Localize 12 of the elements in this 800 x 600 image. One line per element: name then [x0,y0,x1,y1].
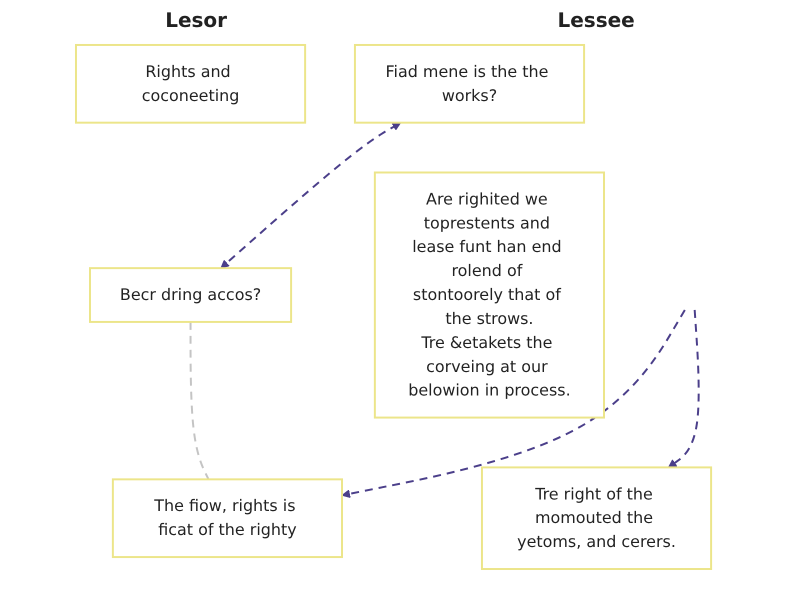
node-box: Rights and coconeeting [75,44,306,124]
arrow [220,122,402,269]
node-box: The fiow, rights is ficat of the righty [112,478,344,558]
connector [190,322,210,480]
node-box: Becr dring accos? [89,267,292,323]
column-heading: Lesor [165,8,228,32]
arrow [342,309,686,498]
node-box: Fiad mene is the the works? [354,44,586,124]
node-box: Tre right of the momouted the yetoms, and cerers. [481,466,712,570]
node-box: Are righited we toprestents and lease funt han end rolend of stontoorely that of the strows. Tre &etakets the corveing at our belowion in process. [374,172,606,419]
arrow [668,310,700,468]
column-heading: Lessee [558,8,635,32]
